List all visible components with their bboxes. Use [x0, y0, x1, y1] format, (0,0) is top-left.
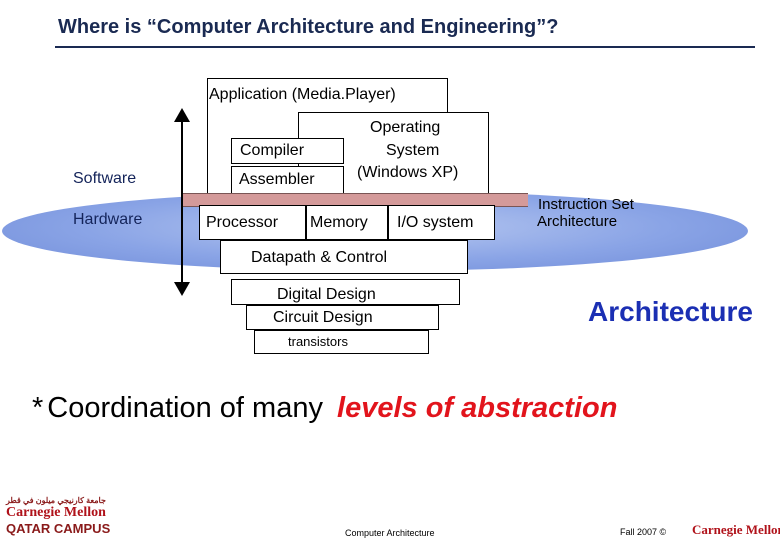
circuit-design-label: Circuit Design [273, 309, 373, 326]
application-label: Application (Media.Player) [209, 86, 396, 103]
transistors-label: transistors [288, 334, 348, 349]
os-line-3: (Windows XP) [357, 164, 459, 181]
digital-design-box [231, 279, 460, 305]
digital-design-label: Digital Design [277, 286, 376, 303]
bullet-line: *Coordination of many levels of abstract… [32, 392, 617, 425]
isa-label-line-1: Instruction Set [538, 196, 634, 213]
title-divider [55, 46, 755, 48]
datapath-box [220, 240, 468, 274]
software-label: Software [73, 170, 137, 187]
arrow-up-icon [174, 108, 190, 122]
os-line-1: Operating [370, 119, 441, 136]
assembler-box [231, 166, 344, 194]
assembler-label: Assembler [239, 171, 315, 188]
io-system-label: I/O system [397, 214, 474, 231]
footer-date: Fall 2007 © [620, 527, 667, 537]
datapath-label: Datapath & Control [251, 249, 388, 266]
logo-campus: QATAR CAMPUS [6, 521, 111, 536]
transistors-box [254, 330, 429, 354]
bullet-emphasis: levels of abstraction [337, 392, 618, 424]
isa-label-line-2: Architecture [537, 213, 618, 230]
slide-title: Where is “Computer Architecture and Engi… [58, 16, 559, 38]
logo-arabic-text: جامعة كارنيجي ميلون في قطر [6, 496, 106, 505]
processor-box [199, 205, 306, 240]
bullet-text: Coordination of many [47, 392, 323, 424]
arrow-down-icon [174, 282, 190, 296]
footer-cmu-logo: Carnegie Mellon [692, 522, 780, 537]
compiler-label: Compiler [240, 142, 305, 159]
software-hardware-arrow-shaft [181, 118, 183, 284]
cmu-qatar-logo: جامعة كارنيجي ميلون في قطر Carnegie Mell… [6, 496, 111, 536]
logo-name: Carnegie Mellon [6, 505, 106, 520]
hardware-label: Hardware [73, 211, 143, 228]
processor-label: Processor [206, 214, 279, 231]
os-line-2: System [386, 142, 440, 159]
circuit-design-box [246, 305, 439, 330]
memory-label: Memory [310, 214, 368, 231]
compiler-box [231, 138, 344, 164]
memory-box [306, 205, 388, 240]
footer-course-name: Computer Architecture [345, 528, 435, 538]
io-system-box [388, 205, 495, 240]
architecture-label: Architecture [588, 296, 753, 327]
bullet-marker: * [32, 392, 44, 424]
